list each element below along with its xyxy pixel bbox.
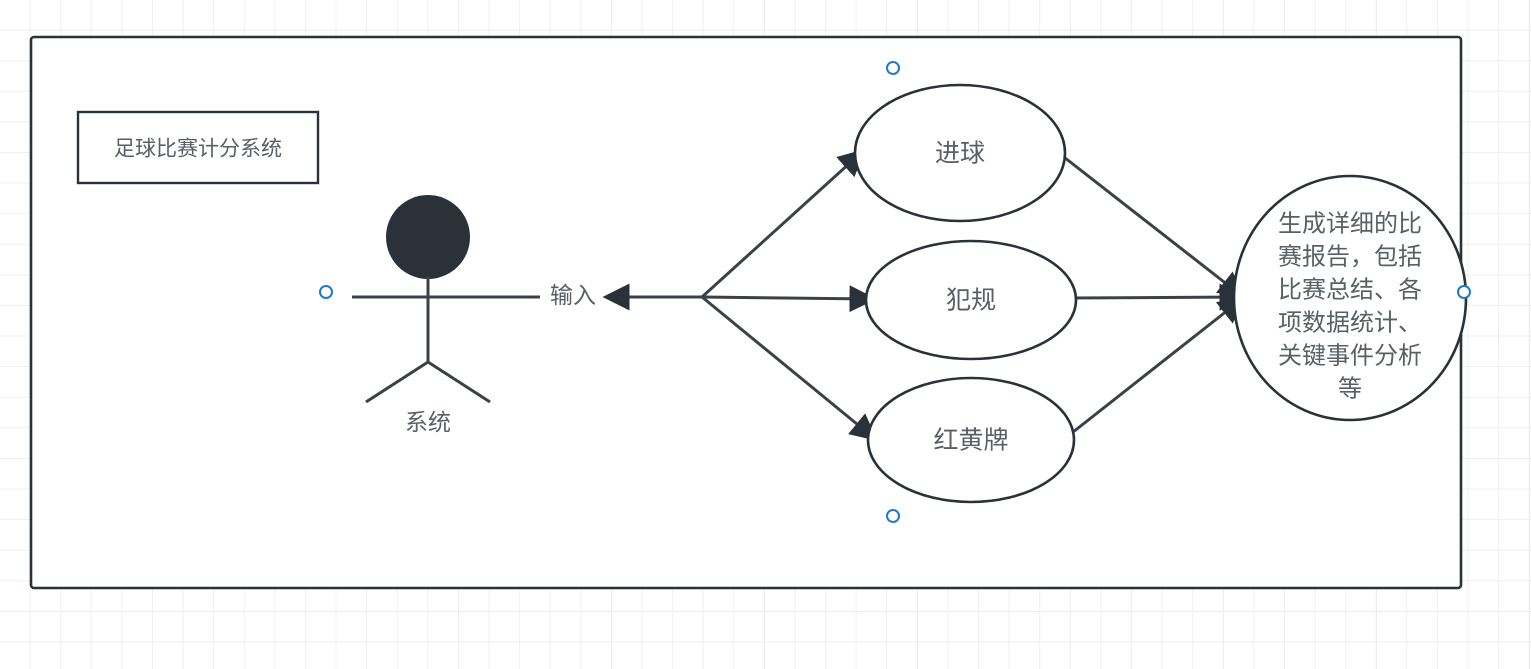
selection-handle-right[interactable] bbox=[1457, 285, 1471, 299]
use-case-goal-shape bbox=[853, 83, 1067, 223]
actor-leg-left bbox=[365, 360, 429, 404]
selection-handle-left[interactable] bbox=[319, 285, 333, 299]
use-case-report[interactable]: 生成详细的比 赛报告，包括 比赛总结、各 项数据统计、 关键事件分析 等 bbox=[1232, 174, 1468, 422]
actor-head-icon bbox=[386, 195, 470, 279]
use-case-report-line-4: 项数据统计、 bbox=[1278, 309, 1422, 336]
use-case-goal-label: 进球 bbox=[935, 140, 985, 168]
edge-branch-to-goal[interactable] bbox=[700, 148, 866, 299]
use-case-card-shape bbox=[866, 376, 1076, 504]
selection-handle-top[interactable] bbox=[886, 61, 900, 75]
title-box[interactable] bbox=[76, 110, 320, 185]
use-case-report-line-3: 比赛总结、各 bbox=[1278, 276, 1422, 303]
use-case-foul[interactable]: 犯规 bbox=[864, 239, 1078, 361]
use-case-report-line-1: 生成详细的比 bbox=[1278, 210, 1422, 237]
use-case-report-line-2: 赛报告，包括 bbox=[1278, 243, 1422, 270]
use-case-card-label: 红黄牌 bbox=[933, 427, 1008, 455]
use-case-goal[interactable]: 进球 bbox=[853, 83, 1067, 223]
actor-system[interactable]: 系统 bbox=[352, 195, 505, 435]
use-case-foul-shape bbox=[864, 239, 1078, 361]
selection-handle-bottom[interactable] bbox=[886, 509, 900, 523]
actor-label: 系统 bbox=[405, 409, 451, 435]
edge-branch-to-foul[interactable] bbox=[701, 285, 877, 313]
edge-card-to-report[interactable] bbox=[1067, 296, 1246, 438]
use-case-card[interactable]: 红黄牌 bbox=[866, 376, 1076, 504]
edge-actor-to-branch-label: 输入 bbox=[550, 282, 596, 308]
actor-leg-right bbox=[427, 360, 491, 404]
edge-branch-to-card[interactable] bbox=[701, 295, 878, 441]
use-case-report-line-5: 关键事件分析 bbox=[1278, 342, 1422, 369]
use-case-report-line-6: 等 bbox=[1338, 375, 1362, 402]
edge-goal-to-report[interactable] bbox=[1059, 152, 1246, 299]
title-box-label: 足球比赛计分系统 bbox=[114, 138, 282, 161]
edge-foul-to-report[interactable] bbox=[1071, 283, 1247, 311]
use-case-foul-label: 犯规 bbox=[946, 287, 996, 315]
